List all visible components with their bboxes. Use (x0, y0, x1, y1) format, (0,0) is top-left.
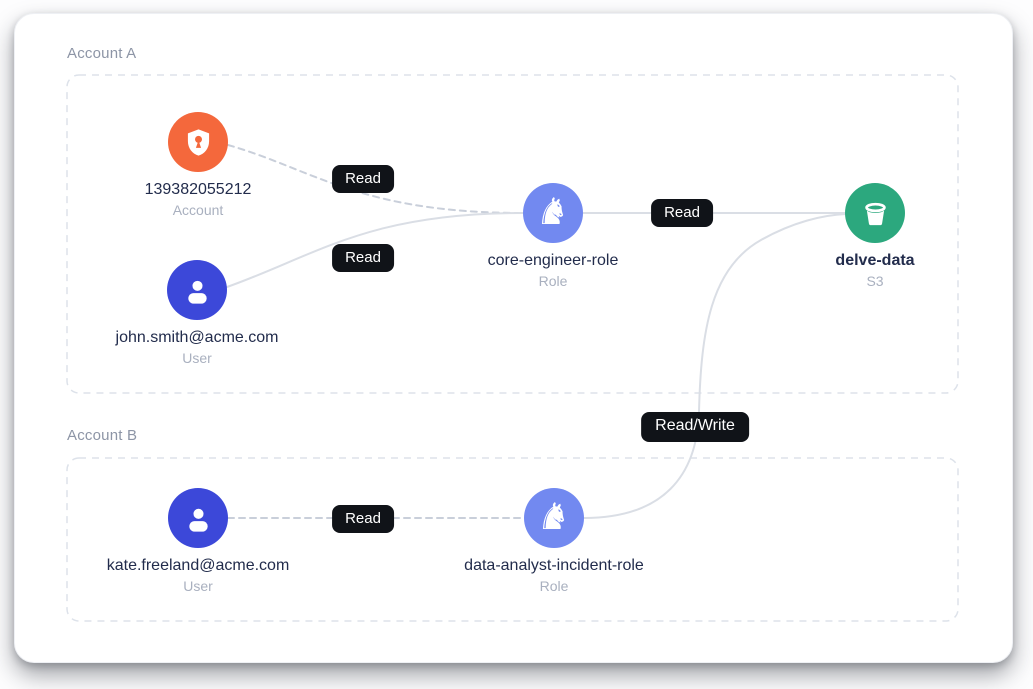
node-type: Role (538, 273, 568, 289)
edge-john-to-core-role (226, 212, 524, 288)
chess-knight-icon: ♞ (523, 183, 583, 243)
node-type: User (182, 350, 212, 366)
node-name: data-analyst-incident-role (464, 557, 644, 574)
diagram-card: Account A Account B 139382055212 Account… (14, 13, 1013, 663)
node-name: john.smith@acme.com (115, 329, 279, 346)
bucket-icon (845, 183, 905, 243)
account-a-region (66, 74, 959, 394)
node-account[interactable]: 139382055212 Account (68, 112, 328, 218)
knight-glyph: ♞ (537, 494, 571, 538)
edge-label-account-to-core-role[interactable]: Read (332, 165, 394, 193)
knight-glyph: ♞ (536, 189, 570, 233)
node-type: Account (172, 202, 224, 218)
shield-lock-icon (168, 112, 228, 172)
chess-knight-icon: ♞ (524, 488, 584, 548)
edge-label-core-role-to-delve-data[interactable]: Read (651, 199, 713, 227)
node-data-analyst-incident-role[interactable]: ♞ data-analyst-incident-role Role (424, 488, 684, 594)
node-name: 139382055212 (144, 181, 252, 198)
node-type: Role (539, 578, 569, 594)
edge-label-kate-to-analyst-role[interactable]: Read (332, 505, 394, 533)
edge-analyst-role-to-delve-data (583, 213, 847, 519)
node-kate-freeland[interactable]: kate.freeland@acme.com User (68, 488, 328, 594)
node-type: S3 (866, 273, 884, 289)
edge-label-analyst-role-to-delve-data[interactable]: Read/Write (641, 412, 749, 442)
node-delve-data[interactable]: delve-data S3 (745, 183, 1005, 289)
user-icon (167, 260, 227, 320)
node-john-smith[interactable]: john.smith@acme.com User (67, 260, 327, 366)
account-a-label: Account A (67, 45, 137, 62)
account-b-region (66, 457, 959, 622)
user-icon (168, 488, 228, 548)
node-type: User (183, 578, 213, 594)
account-b-label: Account B (67, 427, 138, 444)
edge-label-john-to-core-role[interactable]: Read (332, 244, 394, 272)
node-name: core-engineer-role (487, 252, 619, 269)
node-name: delve-data (835, 252, 915, 269)
node-core-engineer-role[interactable]: ♞ core-engineer-role Role (423, 183, 683, 289)
node-name: kate.freeland@acme.com (106, 557, 290, 574)
